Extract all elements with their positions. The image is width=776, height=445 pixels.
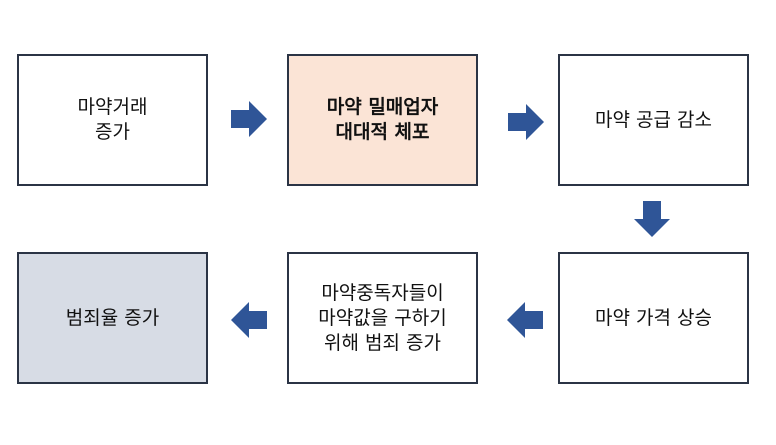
node-supply-decrease: 마약 공급 감소 <box>558 54 749 186</box>
node-label: 마약 밀매업자 대대적 체포 <box>326 96 439 143</box>
node-addict-crime-increase: 마약중독자들이 마약값을 구하기 위해 범죄 증가 <box>287 252 478 384</box>
node-drug-trade-increase: 마약거래 증가 <box>17 54 208 186</box>
arrow-down-icon <box>634 201 670 237</box>
arrow-right-icon <box>508 104 544 140</box>
node-label: 마약 가격 상승 <box>595 306 712 329</box>
node-price-increase: 마약 가격 상승 <box>558 252 749 384</box>
node-crime-rate-increase: 범죄율 증가 <box>17 252 208 384</box>
arrow-right-icon <box>231 101 267 137</box>
node-dealer-arrests: 마약 밀매업자 대대적 체포 <box>287 54 478 186</box>
node-label: 범죄율 증가 <box>65 306 160 329</box>
node-label: 마약 공급 감소 <box>595 108 712 131</box>
node-label: 마약중독자들이 마약값을 구하기 위해 범죄 증가 <box>318 281 447 354</box>
node-label: 마약거래 증가 <box>77 96 148 143</box>
arrow-left-icon <box>231 302 267 338</box>
arrow-left-icon <box>507 302 543 338</box>
